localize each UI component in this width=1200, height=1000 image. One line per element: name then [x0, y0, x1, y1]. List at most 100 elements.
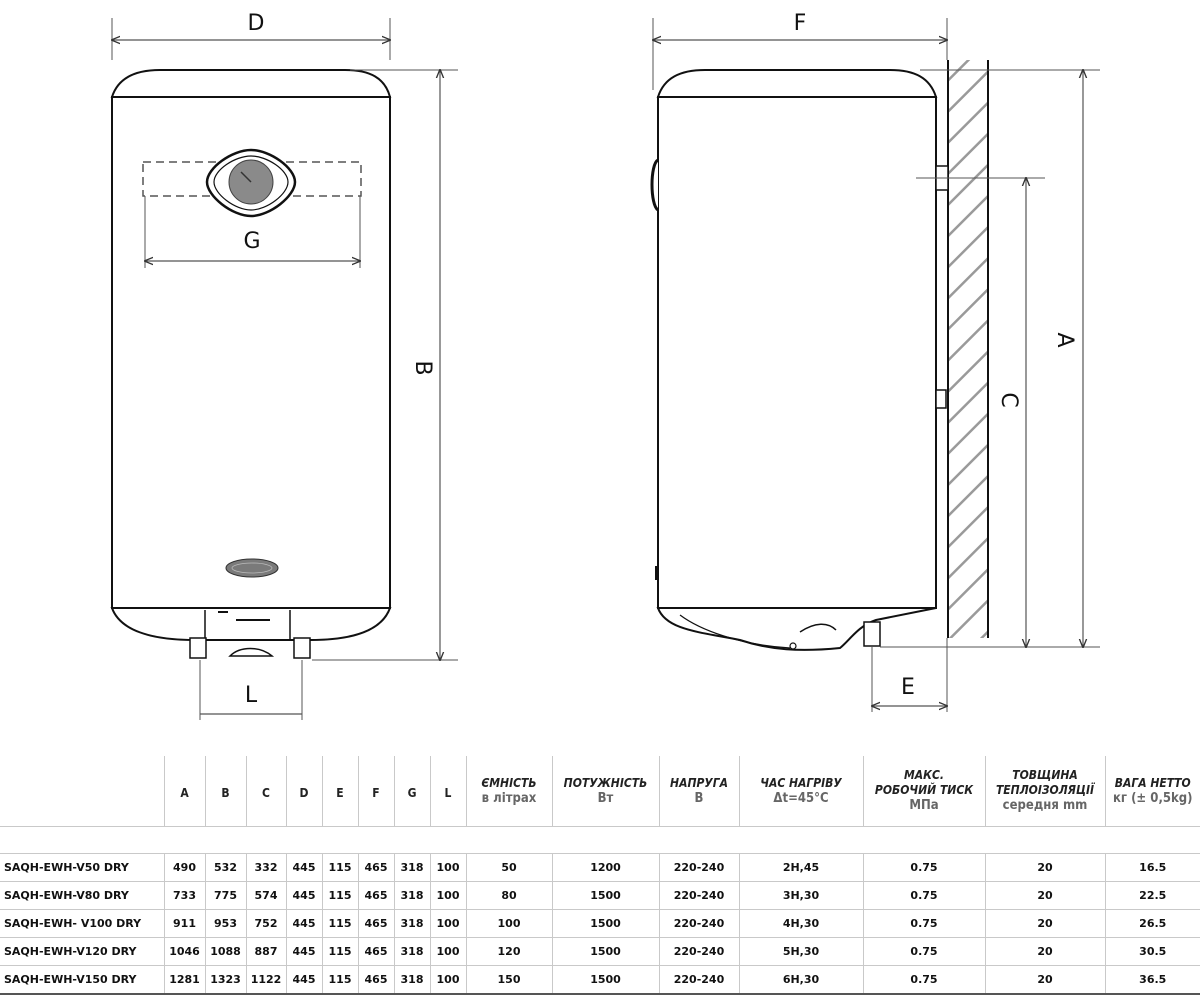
header-dim-f: F [357, 756, 394, 827]
table-cell: 100 [429, 881, 466, 910]
table-cell: 20 [984, 881, 1105, 910]
header-unit: В [694, 790, 704, 806]
label-L: L [245, 683, 258, 708]
table-cell: 445 [285, 881, 322, 910]
table-cell: 887 [245, 937, 286, 966]
table-cell: 445 [285, 937, 322, 966]
header-label: A [180, 785, 189, 800]
front-pipe-left [189, 637, 207, 659]
wall-bracket-bottom [935, 389, 947, 409]
table-cell: 100 [465, 909, 552, 938]
table-cell: 20 [984, 909, 1105, 938]
table-cell: 1323 [204, 965, 246, 995]
model-prefix: SAQH-EWH- [4, 861, 77, 874]
front-bottom-cap [110, 607, 392, 641]
table-cell: 1500 [551, 881, 659, 910]
table-cell: 752 [245, 909, 286, 938]
table-cell: 16.5 [1104, 853, 1200, 882]
front-view: D G B L [110, 11, 458, 720]
table-cell: 465 [357, 853, 394, 882]
table-cell: 332 [245, 853, 286, 882]
wall [948, 60, 988, 638]
header-unit: МПа [909, 798, 939, 813]
logo-badge [225, 558, 279, 578]
header-label: G [407, 785, 417, 800]
header-label: ТЕПЛОІЗОЛЯЦІЇ [995, 783, 1095, 797]
table-cell: 30.5 [1104, 937, 1200, 966]
header-label: ВАГА НЕТТО [1114, 775, 1191, 790]
header-label: D [299, 785, 309, 800]
table-cell: 80 [465, 881, 552, 910]
header-dim-d: D [285, 756, 322, 827]
table-cell: 220-240 [658, 909, 739, 938]
table-cell: 0.75 [862, 937, 985, 966]
front-top-cap [110, 69, 392, 98]
model-prefix: SAQH-EWH- [4, 945, 77, 958]
table-cell: 100 [429, 937, 466, 966]
table-cell: 445 [285, 909, 322, 938]
side-top-cap [656, 69, 938, 98]
header-dim-a: A [163, 756, 205, 827]
table-cell: 445 [285, 965, 322, 995]
table-cell: 1500 [551, 965, 659, 995]
table-cell: 1088 [204, 937, 246, 966]
header-dim-b: B [204, 756, 246, 827]
header-dim-g: G [393, 756, 430, 827]
model-name: V50 DRY [76, 861, 129, 874]
side-view: F A C E [650, 11, 1100, 712]
table-cell: 445 [285, 853, 322, 882]
model-name: V150 DRY [76, 973, 137, 986]
table-cell: 220-240 [658, 965, 739, 995]
table-cell: 0.75 [862, 853, 985, 882]
front-pipe-right [293, 637, 311, 659]
label-F: F [794, 11, 807, 36]
table-spacer-row [0, 826, 1200, 854]
model-prefix: SAQH-EWH- [4, 917, 81, 930]
table-cell: 100 [429, 909, 466, 938]
label-G: G [243, 229, 260, 254]
table-cell: 20 [984, 853, 1105, 882]
table-cell: 115 [321, 881, 358, 910]
header-label: ЧАС НАГРІВУ [760, 775, 842, 790]
table-cell: 318 [393, 937, 430, 966]
table-cell: 465 [357, 909, 394, 938]
header-unit: Δt=45°C [773, 790, 829, 806]
model-name: V120 DRY [76, 945, 137, 958]
table-cell: 36.5 [1104, 965, 1200, 995]
header-unit: Вт [597, 790, 614, 806]
header-model [0, 756, 164, 827]
table-cell: 115 [321, 909, 358, 938]
table-cell: 50 [465, 853, 552, 882]
table-cell: 220-240 [658, 937, 739, 966]
label-B: B [410, 360, 435, 375]
table-cell: 6H,30 [738, 965, 863, 995]
table-cell: 5H,30 [738, 937, 863, 966]
header-label: L [444, 785, 452, 800]
table-cell: 465 [357, 965, 394, 995]
table-cell: 1500 [551, 909, 659, 938]
side-body [657, 96, 937, 609]
label-E: E [901, 675, 915, 700]
model-cell: SAQH-EWH-V50 DRY [0, 853, 164, 882]
table-cell: 4H,30 [738, 909, 863, 938]
table-cell: 115 [321, 853, 358, 882]
model-name: V100 DRY [80, 917, 142, 930]
header-label: C [262, 785, 270, 800]
table-cell: 26.5 [1104, 909, 1200, 938]
header-label: ЄМНІСТЬ [481, 775, 537, 790]
table-cell: 318 [393, 965, 430, 995]
header-unit: середня mm [1002, 798, 1088, 813]
label-C: C [996, 392, 1021, 407]
spacer-cell [0, 826, 1200, 854]
table-cell: 115 [321, 965, 358, 995]
table-cell: 465 [357, 881, 394, 910]
